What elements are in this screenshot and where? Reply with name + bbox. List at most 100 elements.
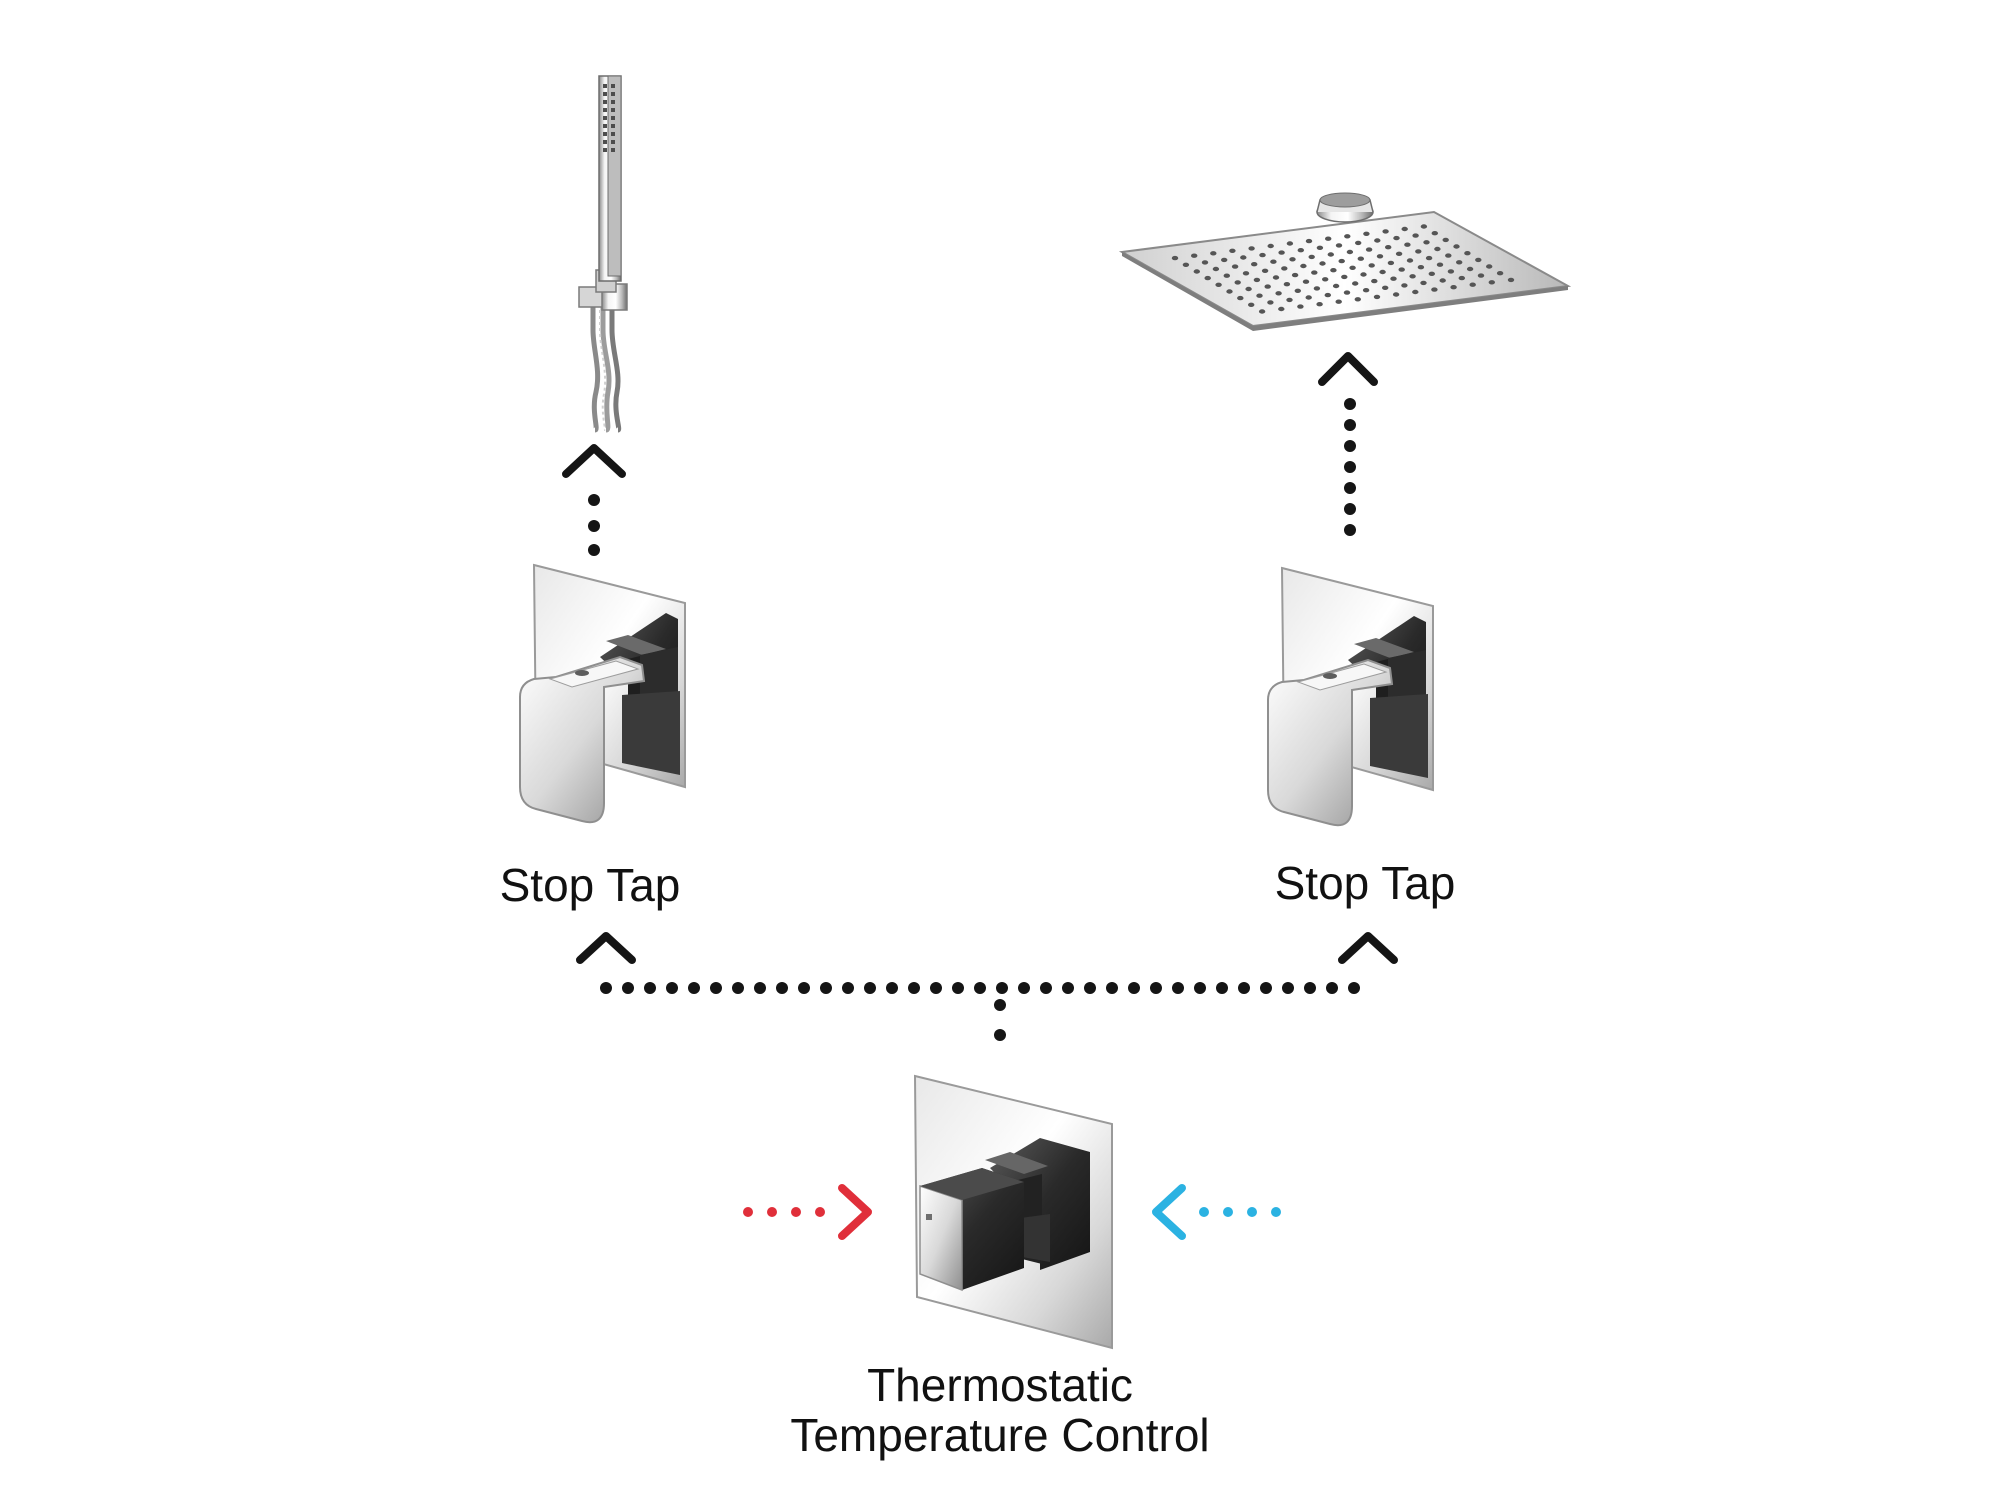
nozzle [603,148,607,152]
flow-dot [842,982,854,994]
nozzle [1401,283,1408,288]
nozzle [1191,253,1198,258]
cold-flow-dot [1223,1207,1233,1217]
nozzle [1204,275,1211,281]
nozzle [1423,240,1430,245]
nozzle [1253,277,1261,283]
nozzle [1335,243,1343,248]
up-arrow-icon-hand-shower [562,444,626,478]
nozzle [603,108,607,112]
nozzle [1406,258,1414,263]
nozzle [603,132,607,136]
flow-dot [864,982,876,994]
nozzle [611,148,615,152]
nozzle [1270,259,1277,264]
nozzle [1297,248,1305,253]
nozzle [1338,258,1345,264]
nozzle [1341,274,1348,280]
flow-dot [1348,982,1360,994]
nozzle [1354,297,1362,302]
cold-flow-dot [1271,1207,1281,1217]
nozzle [1344,234,1351,239]
hand-shower-icon [578,75,628,433]
nozzle [1256,293,1263,298]
flow-dot [820,982,832,994]
flow-dot [1304,982,1316,994]
nozzle [603,124,607,128]
flow-dot [798,982,810,994]
flow-dot [952,982,964,994]
nozzle [1316,245,1324,250]
nozzle [1371,278,1378,284]
nozzle [1302,279,1310,284]
nozzle [1477,273,1485,278]
nozzle [1201,260,1209,265]
nozzle [1346,249,1354,255]
flow-dot [1344,440,1356,452]
up-arrow-icon-rain-shower [1318,352,1378,386]
nozzle [1357,256,1365,261]
nozzle [603,92,607,96]
nozzle [1258,309,1266,314]
flow-dot [1216,982,1228,994]
flow-dot [1326,982,1338,994]
nozzle [1458,275,1466,281]
nozzle [1286,241,1294,246]
flow-dot [622,982,634,994]
nozzle [1469,282,1476,287]
nozzle [1226,289,1233,294]
nozzle [1488,280,1496,285]
nozzle [1355,240,1362,246]
nozzle [603,116,607,120]
hot-flow-dot [791,1207,801,1217]
nozzle [1237,295,1244,301]
nozzle [611,108,615,112]
cold-flow-dot [1199,1207,1209,1217]
flow-dot [886,982,898,994]
nozzle [1212,266,1220,272]
flow-dot [1238,982,1250,994]
nozzle [1365,247,1373,252]
flow-dot [666,982,678,994]
up-arrow-icon-right-stop-tap [1338,932,1398,964]
flow-dot [1344,482,1356,494]
nozzle [1428,271,1436,276]
nozzle [611,124,615,128]
flow-dot [1172,982,1184,994]
flow-dot [994,999,1006,1011]
stop-tap-label-right: Stop Tap [1274,857,1456,909]
flow-dot [930,982,942,994]
nozzle [1248,302,1255,307]
nozzle [1319,261,1326,266]
nozzle [1417,265,1425,270]
flow-dot [1344,419,1356,431]
nozzle [1264,284,1271,289]
nozzle [1281,266,1288,271]
nozzle [1300,263,1307,269]
nozzle [1442,237,1449,243]
nozzle [1431,231,1439,236]
nozzle [1475,257,1482,263]
nozzle [1409,274,1416,279]
nozzle [1395,251,1403,256]
stop-tap-valve-icon-right [1267,567,1434,827]
nozzle [1486,264,1493,269]
nozzle [1308,254,1315,260]
up-arrow-icon-left-stop-tap [576,932,636,964]
nozzle [1294,288,1302,293]
flow-connections [588,398,1360,1217]
nozzle [1215,282,1222,287]
nozzle [1420,224,1428,229]
nozzle [1267,243,1274,249]
nozzle [1322,277,1329,282]
nozzle [1316,302,1323,307]
nozzle [1392,292,1400,297]
flow-dot [908,982,920,994]
nozzle [1240,255,1247,260]
flow-dot [588,520,600,532]
nozzle [1393,235,1400,241]
nozzle [1248,246,1255,251]
nozzle [1450,285,1457,290]
flow-dot [1194,982,1206,994]
